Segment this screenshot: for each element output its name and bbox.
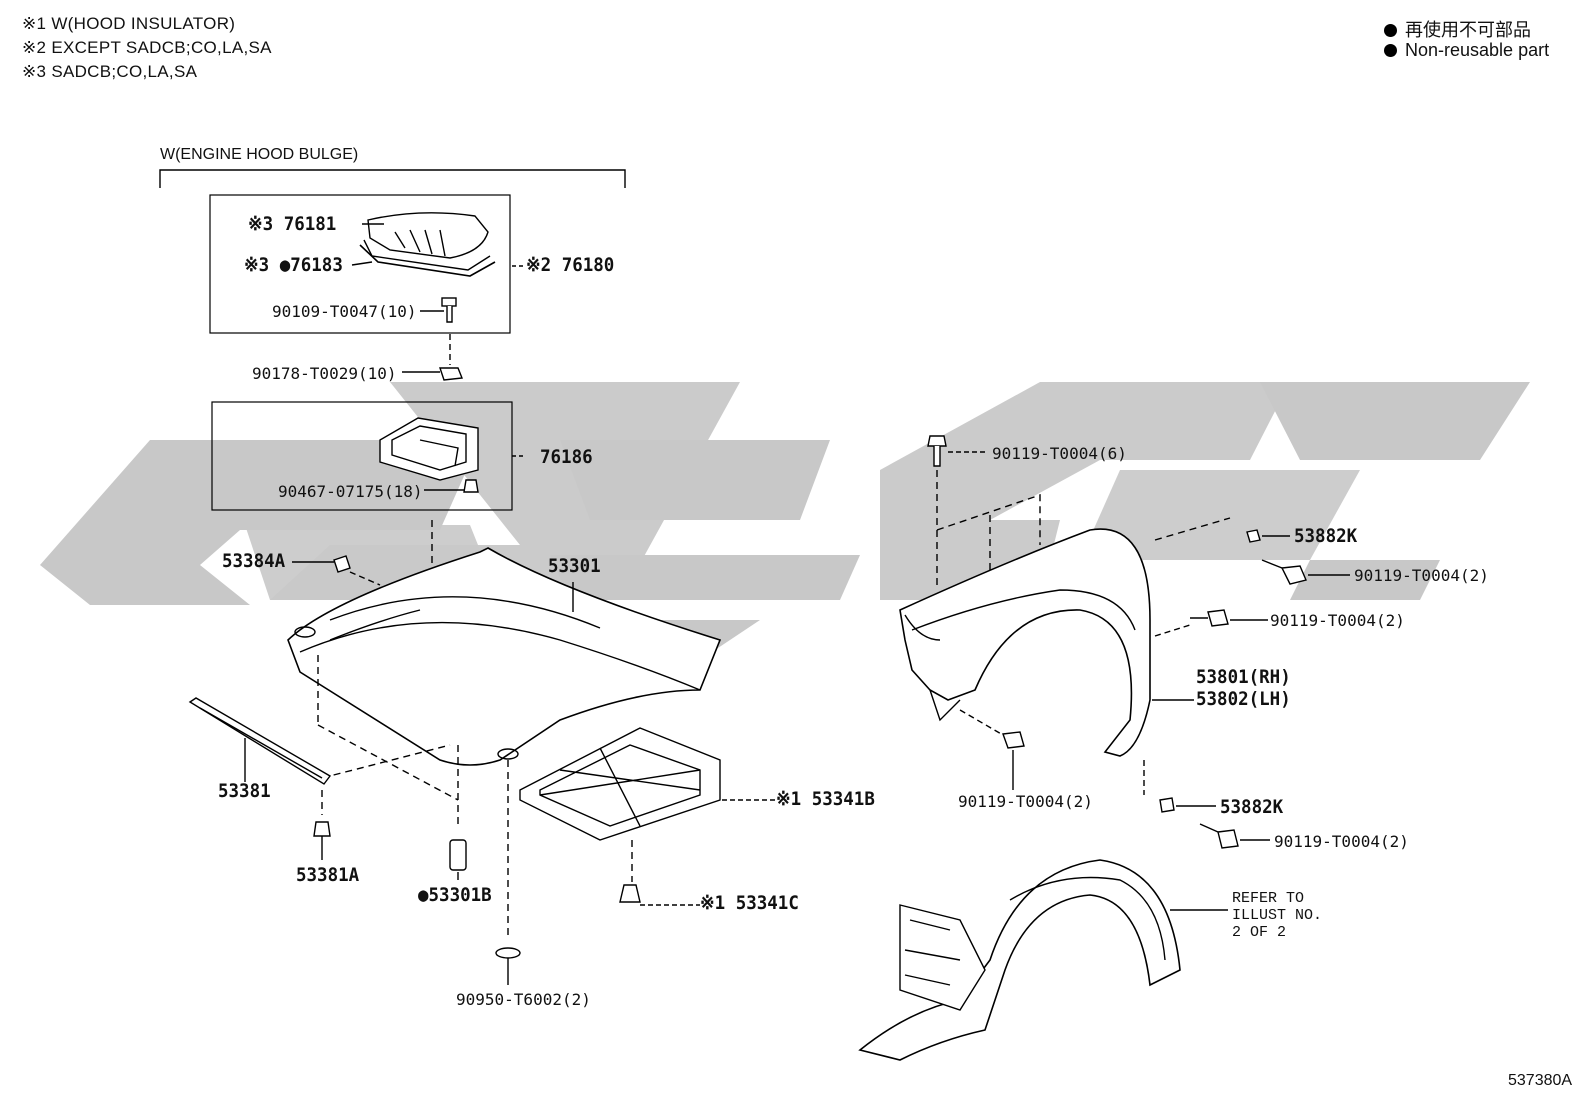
part-90119-T0004-b[interactable]: 90119-T0004(2): [1270, 611, 1405, 630]
part-53301B[interactable]: ●53301B: [418, 884, 492, 906]
part-53341B[interactable]: ※1 53341B: [776, 788, 875, 810]
legend-japanese: 再使用不可部品: [1384, 16, 1531, 42]
legend-english: Non-reusable part: [1384, 40, 1549, 61]
refer-note[interactable]: REFER TO ILLUST NO. 2 OF 2: [1232, 890, 1323, 941]
part-53802-LH[interactable]: 53802(LH): [1196, 688, 1291, 710]
part-53384A[interactable]: 53384A: [222, 550, 286, 572]
note-3: ※3 SADCB;CO,LA,SA: [22, 62, 198, 81]
part-76180[interactable]: ※2 76180: [526, 254, 615, 276]
part-53301[interactable]: 53301: [548, 555, 601, 577]
part-53801-RH[interactable]: 53801(RH): [1196, 666, 1291, 688]
group-label: W(ENGINE HOOD BULGE): [160, 146, 359, 163]
part-53882K-bottom[interactable]: 53882K: [1220, 796, 1284, 818]
part-90109-T0047[interactable]: 90109-T0047(10): [272, 302, 417, 321]
part-90119-T0004-c[interactable]: 90119-T0004(2): [958, 792, 1093, 811]
note-1: ※1 W(HOOD INSULATOR): [22, 14, 236, 33]
part-90119-T0004-6[interactable]: 90119-T0004(6): [992, 444, 1127, 463]
legend-english-text: Non-reusable part: [1405, 40, 1550, 60]
non-reusable-dot-icon: [1384, 44, 1397, 57]
part-53381[interactable]: 53381: [218, 780, 271, 802]
part-90119-T0004-a[interactable]: 90119-T0004(2): [1354, 566, 1489, 585]
part-53882K-top[interactable]: 53882K: [1294, 525, 1358, 547]
part-76181[interactable]: ※3 76181: [248, 213, 337, 235]
part-90467-07175[interactable]: 90467-07175(18): [278, 482, 423, 501]
part-53341C[interactable]: ※1 53341C: [700, 892, 799, 914]
part-53381A[interactable]: 53381A: [296, 864, 360, 886]
illustration-number: 537380A: [1508, 1072, 1573, 1089]
part-90119-T0004-d[interactable]: 90119-T0004(2): [1274, 832, 1409, 851]
legend-japanese-text: 再使用不可部品: [1405, 20, 1531, 40]
part-90178-T0029[interactable]: 90178-T0029(10): [252, 364, 397, 383]
non-reusable-dot-icon: [1384, 24, 1397, 37]
part-90950-T6002[interactable]: 90950-T6002(2): [456, 990, 591, 1009]
note-2: ※2 EXCEPT SADCB;CO,LA,SA: [22, 38, 272, 57]
part-76186[interactable]: 76186: [540, 446, 593, 468]
part-76183[interactable]: ※3 ●76183: [244, 254, 343, 276]
